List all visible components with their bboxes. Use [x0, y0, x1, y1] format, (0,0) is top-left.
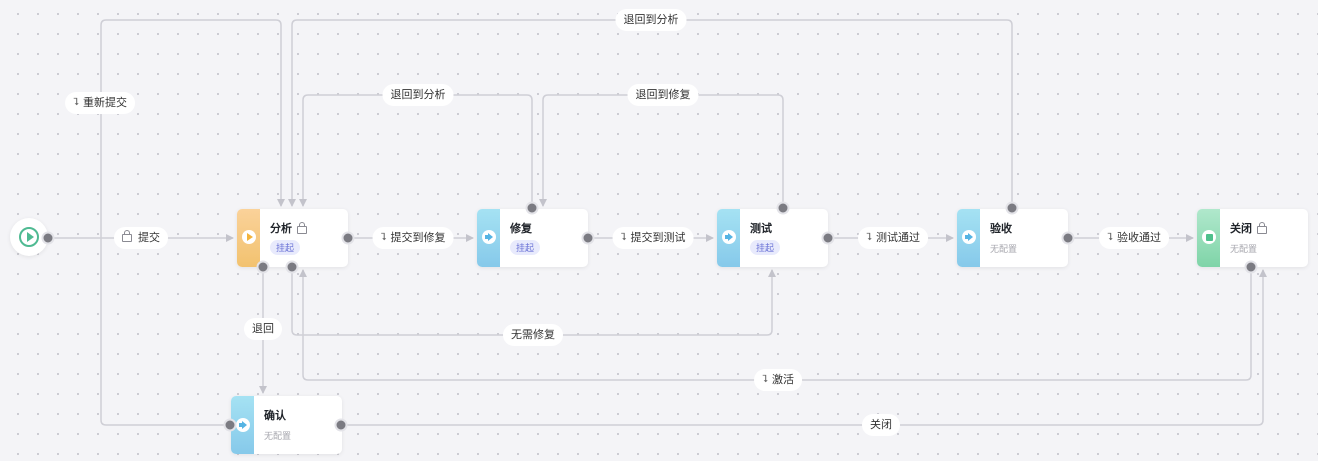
route-icon: ⮧	[866, 232, 872, 243]
edge-activate	[299, 268, 1252, 381]
edge-back-to-fix	[539, 94, 784, 207]
edge-label-submit-to-fix[interactable]: ⮧提交到修复	[372, 227, 454, 249]
edge-close	[346, 269, 1267, 426]
node-confirm[interactable]: 确认 无配置	[231, 396, 342, 454]
edge-label-back-to-analyze[interactable]: 退回到分析	[382, 84, 454, 106]
status-badge: 挂起	[750, 240, 781, 255]
port[interactable]	[1244, 260, 1258, 274]
port[interactable]	[776, 201, 790, 215]
node-title: 验收	[990, 222, 1012, 235]
node-title: 分析	[270, 222, 292, 235]
arrow-right-icon	[236, 418, 250, 432]
edge-back-to-analyze	[299, 94, 533, 207]
route-icon: ⮧	[1107, 232, 1113, 243]
edge-label-test-pass[interactable]: ⮧测试通过	[858, 227, 928, 249]
port[interactable]	[285, 260, 299, 274]
node-title: 测试	[750, 222, 772, 235]
route-icon: ⮧	[620, 232, 627, 243]
node-close[interactable]: 关闭 无配置	[1197, 209, 1308, 267]
port[interactable]	[1061, 231, 1075, 245]
edge-label-submit-to-test[interactable]: ⮧提交到测试	[612, 227, 694, 249]
port[interactable]	[525, 201, 539, 215]
arrow-right-icon	[962, 230, 976, 244]
node-title: 修复	[510, 222, 532, 235]
node-subtitle: 无配置	[1230, 245, 1258, 255]
port[interactable]	[256, 260, 270, 274]
node-analyze[interactable]: 分析 挂起	[237, 209, 348, 267]
port[interactable]	[1005, 201, 1019, 215]
edge-label-accept-pass[interactable]: ⮧验收通过	[1099, 227, 1169, 249]
port[interactable]	[581, 231, 595, 245]
status-badge: 挂起	[510, 240, 541, 255]
node-test[interactable]: 测试 挂起	[717, 209, 828, 267]
edge-resubmit	[100, 19, 285, 426]
arrow-right-icon	[722, 230, 736, 244]
node-fix[interactable]: 修复 挂起	[477, 209, 588, 267]
edge-back-to-analyze-top	[288, 19, 1013, 207]
node-title: 关闭	[1230, 222, 1252, 235]
edge-label-back-to-fix[interactable]: 退回到修复	[627, 84, 699, 106]
play-icon	[242, 230, 256, 244]
port[interactable]	[223, 418, 237, 432]
port[interactable]	[821, 231, 835, 245]
node-subtitle: 无配置	[990, 245, 1018, 255]
lock-icon	[297, 221, 307, 234]
lock-icon	[122, 230, 132, 242]
node-accept[interactable]: 验收 无配置	[957, 209, 1068, 267]
edge-label-reject[interactable]: 退回	[244, 318, 282, 340]
edge-label-activate[interactable]: ⮧激活	[754, 369, 802, 391]
edge-label-no-fix-needed[interactable]: 无需修复	[503, 324, 563, 346]
lock-icon	[1257, 221, 1267, 234]
play-icon	[19, 227, 39, 247]
port[interactable]	[334, 418, 348, 432]
edge-label-submit[interactable]: 提交	[114, 227, 168, 249]
node-subtitle: 无配置	[264, 432, 292, 442]
port[interactable]	[341, 231, 355, 245]
route-icon: ⮧	[380, 232, 387, 243]
stop-icon	[1202, 230, 1216, 244]
route-icon: ⮧	[762, 374, 768, 385]
arrow-right-icon	[482, 230, 496, 244]
status-badge: 挂起	[270, 240, 301, 255]
node-title: 确认	[264, 409, 286, 422]
route-icon: ⮧	[73, 97, 79, 108]
port[interactable]	[41, 231, 55, 245]
edge-label-resubmit[interactable]: ⮧重新提交	[65, 92, 135, 114]
edge-label-close[interactable]: 关闭	[862, 414, 900, 436]
edge-label-back-to-analyze-top[interactable]: 退回到分析	[615, 9, 687, 31]
